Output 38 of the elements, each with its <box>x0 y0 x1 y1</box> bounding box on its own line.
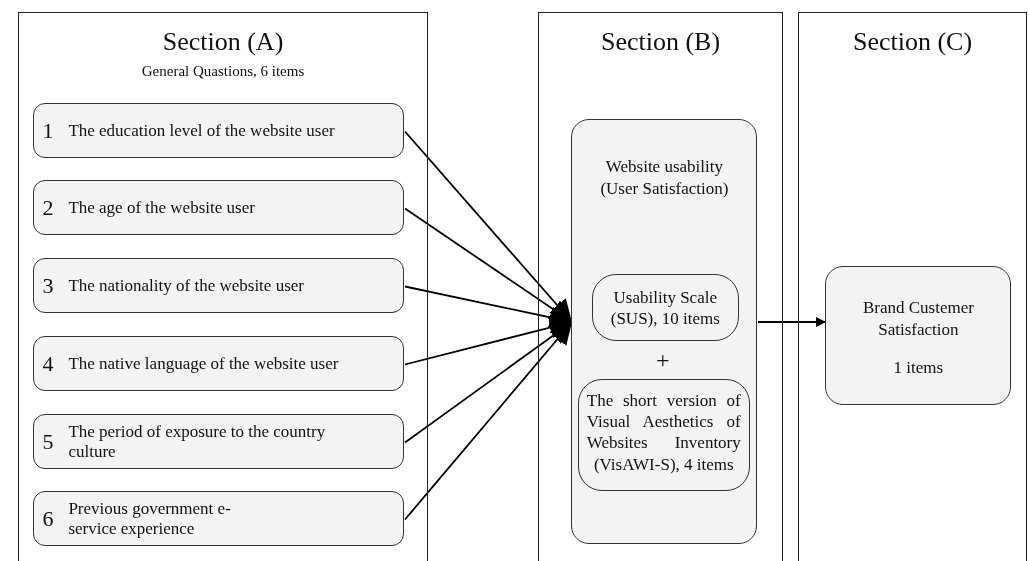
item-box <box>33 414 405 470</box>
group-box <box>571 119 758 545</box>
box-title: Usability Scale (SUS), 10 items <box>609 286 721 330</box>
box-title: Website usability (User Satisfaction) <box>599 156 730 199</box>
section-subtitle: General Quastions, 6 items <box>141 63 305 80</box>
section-heading: Section (A) <box>162 27 284 57</box>
section-heading: Section (C) <box>852 27 973 57</box>
item-box <box>33 258 405 314</box>
item-text: Previous government e-service experience <box>68 498 232 540</box>
item-number: 4 <box>42 350 55 377</box>
item-text: The age of the website user <box>68 197 255 219</box>
item-box <box>33 491 405 547</box>
item-number: 6 <box>42 505 55 532</box>
item-number: 5 <box>42 428 55 455</box>
item-text: The native language of the website user <box>68 353 339 375</box>
arrow <box>404 285 573 329</box>
item-box <box>33 103 405 159</box>
item-text: The nationality of the website user <box>68 275 304 297</box>
item-box <box>33 336 405 392</box>
outcome-box <box>825 266 1012 406</box>
plus-sign: + <box>656 348 670 372</box>
box-title: Brand Custemer Satisfaction <box>861 297 975 340</box>
arrow <box>404 316 573 366</box>
box-title: The short version of Visual Aesthetics of Websites Inventory (VisAWI-S), 4 items <box>586 389 741 475</box>
item-number: 2 <box>42 194 55 221</box>
item-box <box>33 180 405 236</box>
item-count: 1 items <box>892 357 945 379</box>
item-number: 1 <box>42 117 55 144</box>
item-text: The education level of the website user <box>68 120 335 142</box>
arrow <box>757 317 827 327</box>
section-heading: Section (B) <box>600 27 721 57</box>
item-text: The period of exposure to the country culture <box>68 421 327 463</box>
section-panel <box>18 12 428 561</box>
item-number: 3 <box>42 272 55 299</box>
scale-box <box>591 273 739 341</box>
section-panel <box>538 12 783 561</box>
scale-box <box>577 378 750 491</box>
section-panel <box>798 12 1027 561</box>
